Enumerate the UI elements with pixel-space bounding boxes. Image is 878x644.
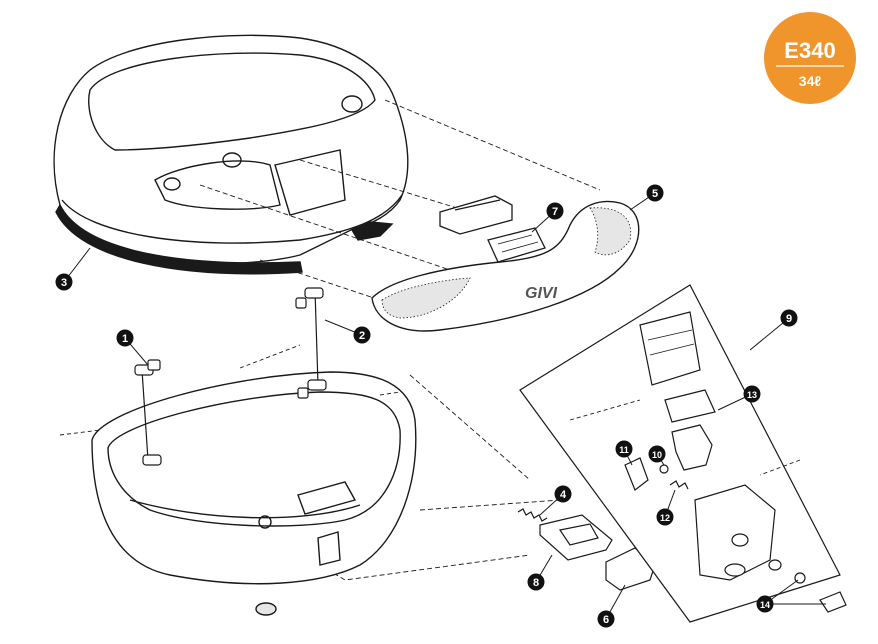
callout-11-label: 11 — [619, 445, 629, 455]
callout-12: 12 — [656, 508, 674, 526]
base-assembly — [59, 344, 417, 616]
lid-lock-recess — [154, 160, 281, 210]
callout-3-label: 3 — [61, 277, 67, 289]
base-drain-hole — [258, 515, 272, 529]
lock-kit-panel — [519, 284, 847, 623]
callout-6-label: 6 — [603, 614, 609, 626]
callout-8: 8 — [527, 573, 545, 591]
logo-plate — [487, 227, 546, 263]
capacity-label: 34ℓ — [799, 73, 822, 89]
callout-6: 6 — [597, 610, 615, 628]
callout-3: 3 — [55, 273, 73, 291]
callout-9: 9 — [780, 309, 798, 327]
callout-14: 14 — [756, 595, 774, 613]
model-badge-circle — [764, 12, 856, 104]
backrest-pad: GIVI — [371, 200, 640, 332]
base-outline — [91, 371, 417, 585]
lid-bolt-hole-mid — [222, 152, 242, 168]
callout-10-label: 10 — [652, 450, 662, 460]
callout-5-label: 5 — [652, 188, 658, 200]
lock-mechanism — [439, 195, 513, 235]
lid-bolt-hole-right — [341, 95, 363, 113]
lid-hinge-tab — [350, 221, 394, 241]
callout-8-label: 8 — [533, 577, 539, 589]
lid-base-edge — [55, 203, 303, 275]
callout-10: 10 — [648, 445, 666, 463]
latch-parts — [517, 508, 656, 591]
lid-bolt-hole-left — [163, 177, 181, 191]
base-floor-line — [129, 499, 361, 519]
brand-logo-text: GIVI — [525, 285, 558, 302]
callout-4-label: 4 — [560, 489, 567, 501]
callout-2-label: 2 — [359, 330, 365, 342]
lid-top-panel — [88, 52, 376, 151]
callout-5: 5 — [646, 184, 664, 202]
model-name: E340 — [784, 38, 835, 63]
callout-2: 2 — [353, 326, 371, 344]
callout-7: 7 — [546, 202, 564, 220]
callout-7-label: 7 — [552, 206, 558, 218]
callout-9-label: 9 — [786, 313, 792, 325]
model-badge: E340 34ℓ — [764, 12, 856, 104]
callout-13-label: 13 — [747, 390, 757, 400]
lid-assembly — [53, 34, 409, 275]
base-lock-box — [297, 481, 357, 515]
base-latch-slot — [317, 531, 341, 566]
spring — [517, 508, 548, 522]
callout-1: 1 — [116, 329, 134, 347]
lid-rim — [61, 194, 403, 244]
hinge-rods — [134, 287, 327, 466]
callout-1-label: 1 — [122, 333, 128, 345]
callout-11: 11 — [615, 440, 633, 458]
callout-12-label: 12 — [660, 513, 670, 523]
callout-14-label: 14 — [760, 600, 770, 610]
base-inner-wall — [107, 391, 401, 527]
callout-13: 13 — [743, 385, 761, 403]
base-foot — [255, 602, 277, 616]
lid-handle-hollow — [274, 149, 346, 216]
callout-4: 4 — [554, 485, 572, 503]
